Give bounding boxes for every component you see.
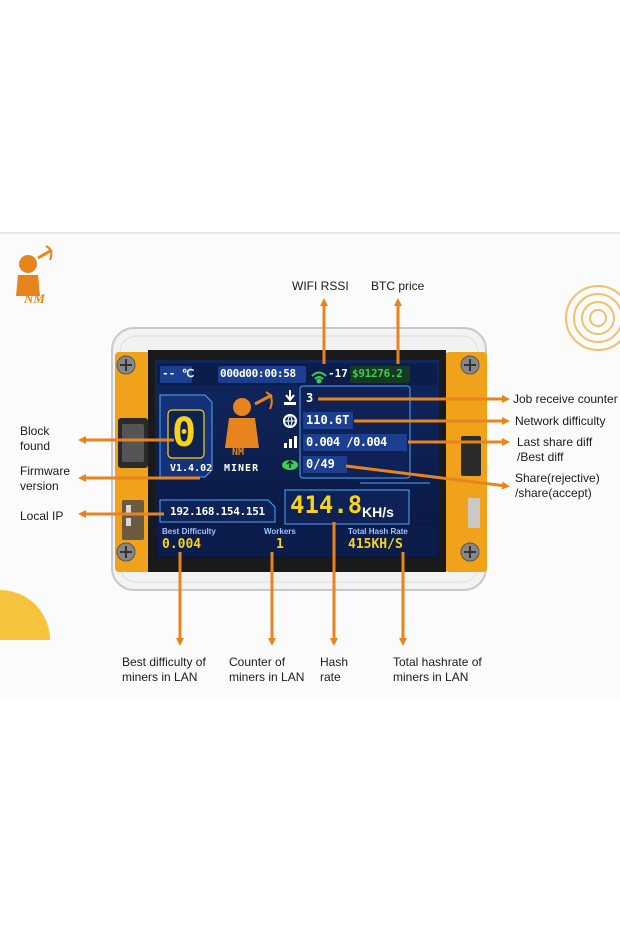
- miner-label: MINER: [224, 463, 260, 474]
- decor-semicircle: [0, 590, 50, 640]
- wifi-icon: [311, 371, 327, 384]
- local-ip-readout: 192.168.154.151: [170, 505, 265, 518]
- callout-block-found: Block found: [20, 424, 50, 454]
- temperature-readout: -- ℃: [162, 367, 195, 380]
- callout-share-line1: Share(rejective): [515, 471, 600, 485]
- callout-network-difficulty: Network difficulty: [515, 414, 606, 428]
- brand-logo-icon: [16, 245, 53, 296]
- btc-price-readout: $91276.2: [352, 367, 403, 380]
- workers-label: Workers: [264, 527, 296, 536]
- cloud-upload-icon: [282, 459, 298, 470]
- screw-icon: [116, 355, 480, 562]
- callout-share-line2: /share(accept): [515, 486, 592, 500]
- miner-logo-text: NM: [232, 447, 245, 458]
- callout-firmware-line1: Firmware: [20, 464, 70, 478]
- hashrate-readout: 414.8: [290, 491, 363, 519]
- block-found-readout: 0: [172, 410, 197, 456]
- hashrate-unit: KH/s: [362, 504, 394, 520]
- callout-counter-miners-line1: Counter of: [229, 655, 286, 669]
- decor-rings-icon: [565, 285, 620, 351]
- callout-arrows: [78, 298, 510, 646]
- bar-chart-icon: [284, 436, 297, 448]
- callout-firmware: Firmware version: [20, 464, 70, 494]
- job-counter-readout: 3: [306, 391, 314, 405]
- rssi-readout: -17: [328, 367, 348, 380]
- callout-total-hashrate: Total hashrate of miners in LAN: [393, 655, 482, 685]
- callout-local-ip: Local IP: [20, 509, 64, 523]
- callout-block-found-line2: found: [20, 439, 51, 453]
- callout-firmware-line2: version: [20, 479, 59, 493]
- callout-block-found-line1: Block: [20, 424, 50, 438]
- miner-mascot-icon: [225, 391, 273, 448]
- callout-btc-price: BTC price: [371, 279, 425, 293]
- callout-job-receive-counter: Job receive counter: [513, 392, 618, 406]
- callout-best-difficulty-lan: Best difficulty of miners in LAN: [122, 655, 206, 685]
- callout-hash-rate-line2: rate: [320, 670, 341, 684]
- globe-icon: [283, 414, 297, 428]
- network-difficulty-readout: 110.6T: [306, 413, 350, 427]
- callout-hash-rate-line1: Hash: [320, 655, 349, 669]
- brand-logo-text: NM: [24, 291, 45, 306]
- callout-hash-rate: Hash rate: [320, 655, 348, 685]
- callout-share: Share(rejective) /share(accept): [515, 471, 600, 501]
- callout-best-difficulty-lan-line2: miners in LAN: [122, 670, 198, 684]
- callout-counter-miners-line2: miners in LAN: [229, 670, 305, 684]
- firmware-readout: V1.4.02: [170, 463, 213, 474]
- best-difficulty-readout: 0.004: [162, 537, 202, 552]
- callout-last-share-diff-line2: /Best diff: [517, 450, 564, 464]
- callout-best-difficulty-lan-line1: Best difficulty of: [122, 655, 206, 669]
- uptime-readout: 000d00:00:58: [220, 367, 296, 380]
- share-diff-readout: 0.004 /0.004: [306, 435, 387, 449]
- total-hash-rate-label: Total Hash Rate: [348, 527, 408, 536]
- best-difficulty-label: Best Difficulty: [162, 527, 216, 536]
- callout-total-hashrate-line2: miners in LAN: [393, 670, 469, 684]
- callout-total-hashrate-line1: Total hashrate of: [393, 655, 482, 669]
- download-icon: [284, 390, 296, 405]
- total-hash-rate-readout: 415KH/S: [348, 537, 403, 552]
- shares-readout: 0/49: [306, 457, 335, 471]
- callout-last-share-diff-line1: Last share diff: [517, 435, 593, 449]
- callout-wifi-rssi: WIFI RSSI: [292, 279, 349, 293]
- workers-readout: 1: [276, 537, 284, 552]
- callout-last-share-diff: Last share diff /Best diff: [517, 435, 592, 465]
- callout-counter-miners: Counter of miners in LAN: [229, 655, 304, 685]
